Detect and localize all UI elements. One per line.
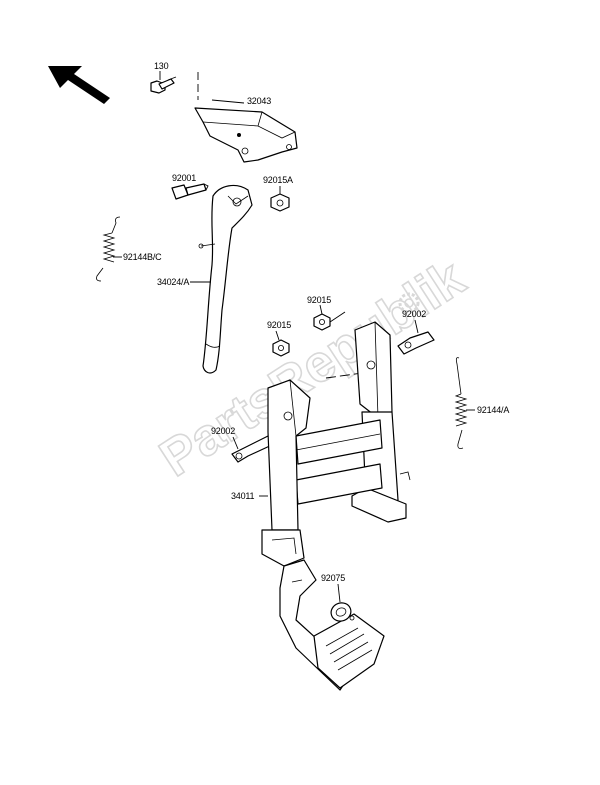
front-direction-arrow-icon <box>48 66 110 104</box>
label-92015-mid: 92015 <box>267 320 291 330</box>
nut-92015a <box>270 193 290 212</box>
label-32043: 32043 <box>247 96 271 106</box>
main-stand-34011 <box>261 321 411 691</box>
bolt-92001 <box>171 183 209 200</box>
spring-92144bc <box>96 216 121 282</box>
side-stand-34024a <box>198 184 253 374</box>
spring-92144a <box>454 357 468 449</box>
label-92144a: 92144/A <box>477 405 509 415</box>
nut-92015-mid <box>272 339 290 357</box>
label-92001: 92001 <box>172 173 196 183</box>
rubber-92075 <box>330 602 352 622</box>
watermark-gear-icon <box>398 292 420 314</box>
label-92015a: 92015A <box>263 175 293 185</box>
bolt-130 <box>150 76 177 94</box>
label-92002-left: 92002 <box>211 426 235 436</box>
label-34011: 34011 <box>231 491 255 501</box>
label-130: 130 <box>154 61 169 71</box>
pin-92002-right <box>397 331 435 355</box>
label-92075: 92075 <box>321 573 345 583</box>
label-92144bc: 92144B/C <box>123 252 162 262</box>
bracket-32043 <box>194 107 298 163</box>
label-34024a: 34024/A <box>157 277 189 287</box>
nut-92015-top <box>313 313 331 331</box>
label-92015-top: 92015 <box>307 295 331 305</box>
label-92002-right: 92002 <box>402 309 426 319</box>
